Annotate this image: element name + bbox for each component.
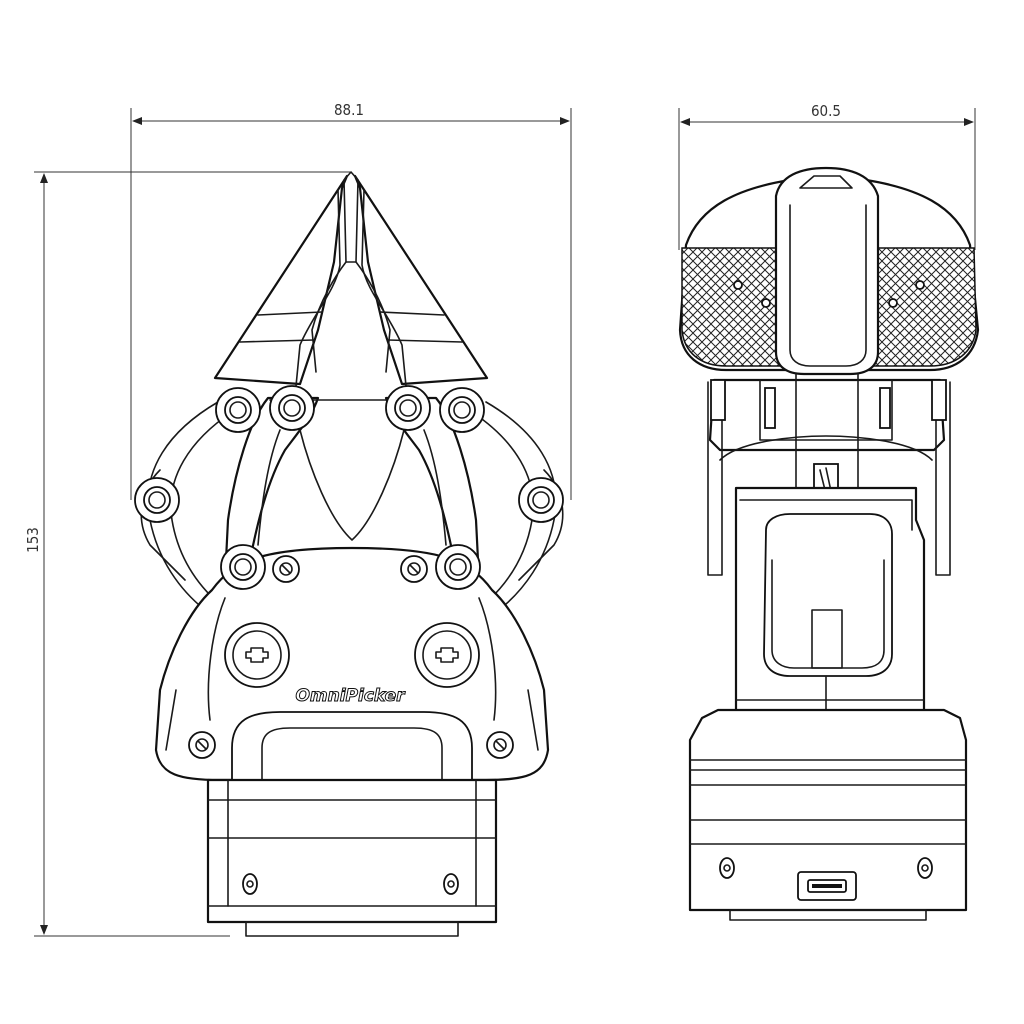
fingertip-gap	[343, 171, 359, 263]
small-screw-2	[400, 555, 428, 583]
dimension-height: 153	[24, 171, 350, 937]
pivot-pin-7	[220, 544, 266, 590]
phillips-screw-right	[414, 622, 480, 688]
pivot-pin-2	[269, 385, 315, 431]
side-view	[678, 166, 980, 921]
small-screw-4	[486, 731, 514, 759]
center-finger	[774, 166, 880, 376]
side-base-screw-right	[917, 857, 933, 879]
pivot-pin-6	[518, 477, 564, 523]
side-width-label: 60.5	[811, 102, 841, 120]
pivot-pin-5	[134, 477, 180, 523]
omnipicker-logo: OmniPicker	[295, 686, 406, 706]
side-base-screw-left	[719, 857, 735, 879]
pivot-pin-8	[435, 544, 481, 590]
dimension-side-width: 60.5	[678, 102, 976, 250]
pivot-pin-1	[215, 387, 261, 433]
housing-cutout	[231, 711, 473, 781]
front-width-label: 88.1	[334, 101, 364, 119]
usb-port-icon	[797, 871, 857, 901]
base-screw-left	[242, 873, 258, 895]
base-block	[206, 778, 498, 937]
pivot-pin-4	[439, 387, 485, 433]
phillips-screw-left	[224, 622, 290, 688]
finger-right	[353, 174, 489, 387]
side-body	[734, 486, 926, 762]
finger-pad-right	[355, 261, 391, 373]
side-base	[688, 708, 968, 921]
small-screw-3	[188, 731, 216, 759]
small-screw-1	[272, 555, 300, 583]
inner-link-curve	[299, 429, 405, 541]
front-view: OmniPicker	[134, 171, 564, 937]
finger-pad-left	[311, 261, 347, 373]
pivot-pin-3	[385, 385, 431, 431]
height-label: 153	[24, 527, 42, 553]
dimension-front-width: 88.1	[130, 101, 572, 500]
finger-left	[213, 174, 349, 387]
base-screw-right	[443, 873, 459, 895]
